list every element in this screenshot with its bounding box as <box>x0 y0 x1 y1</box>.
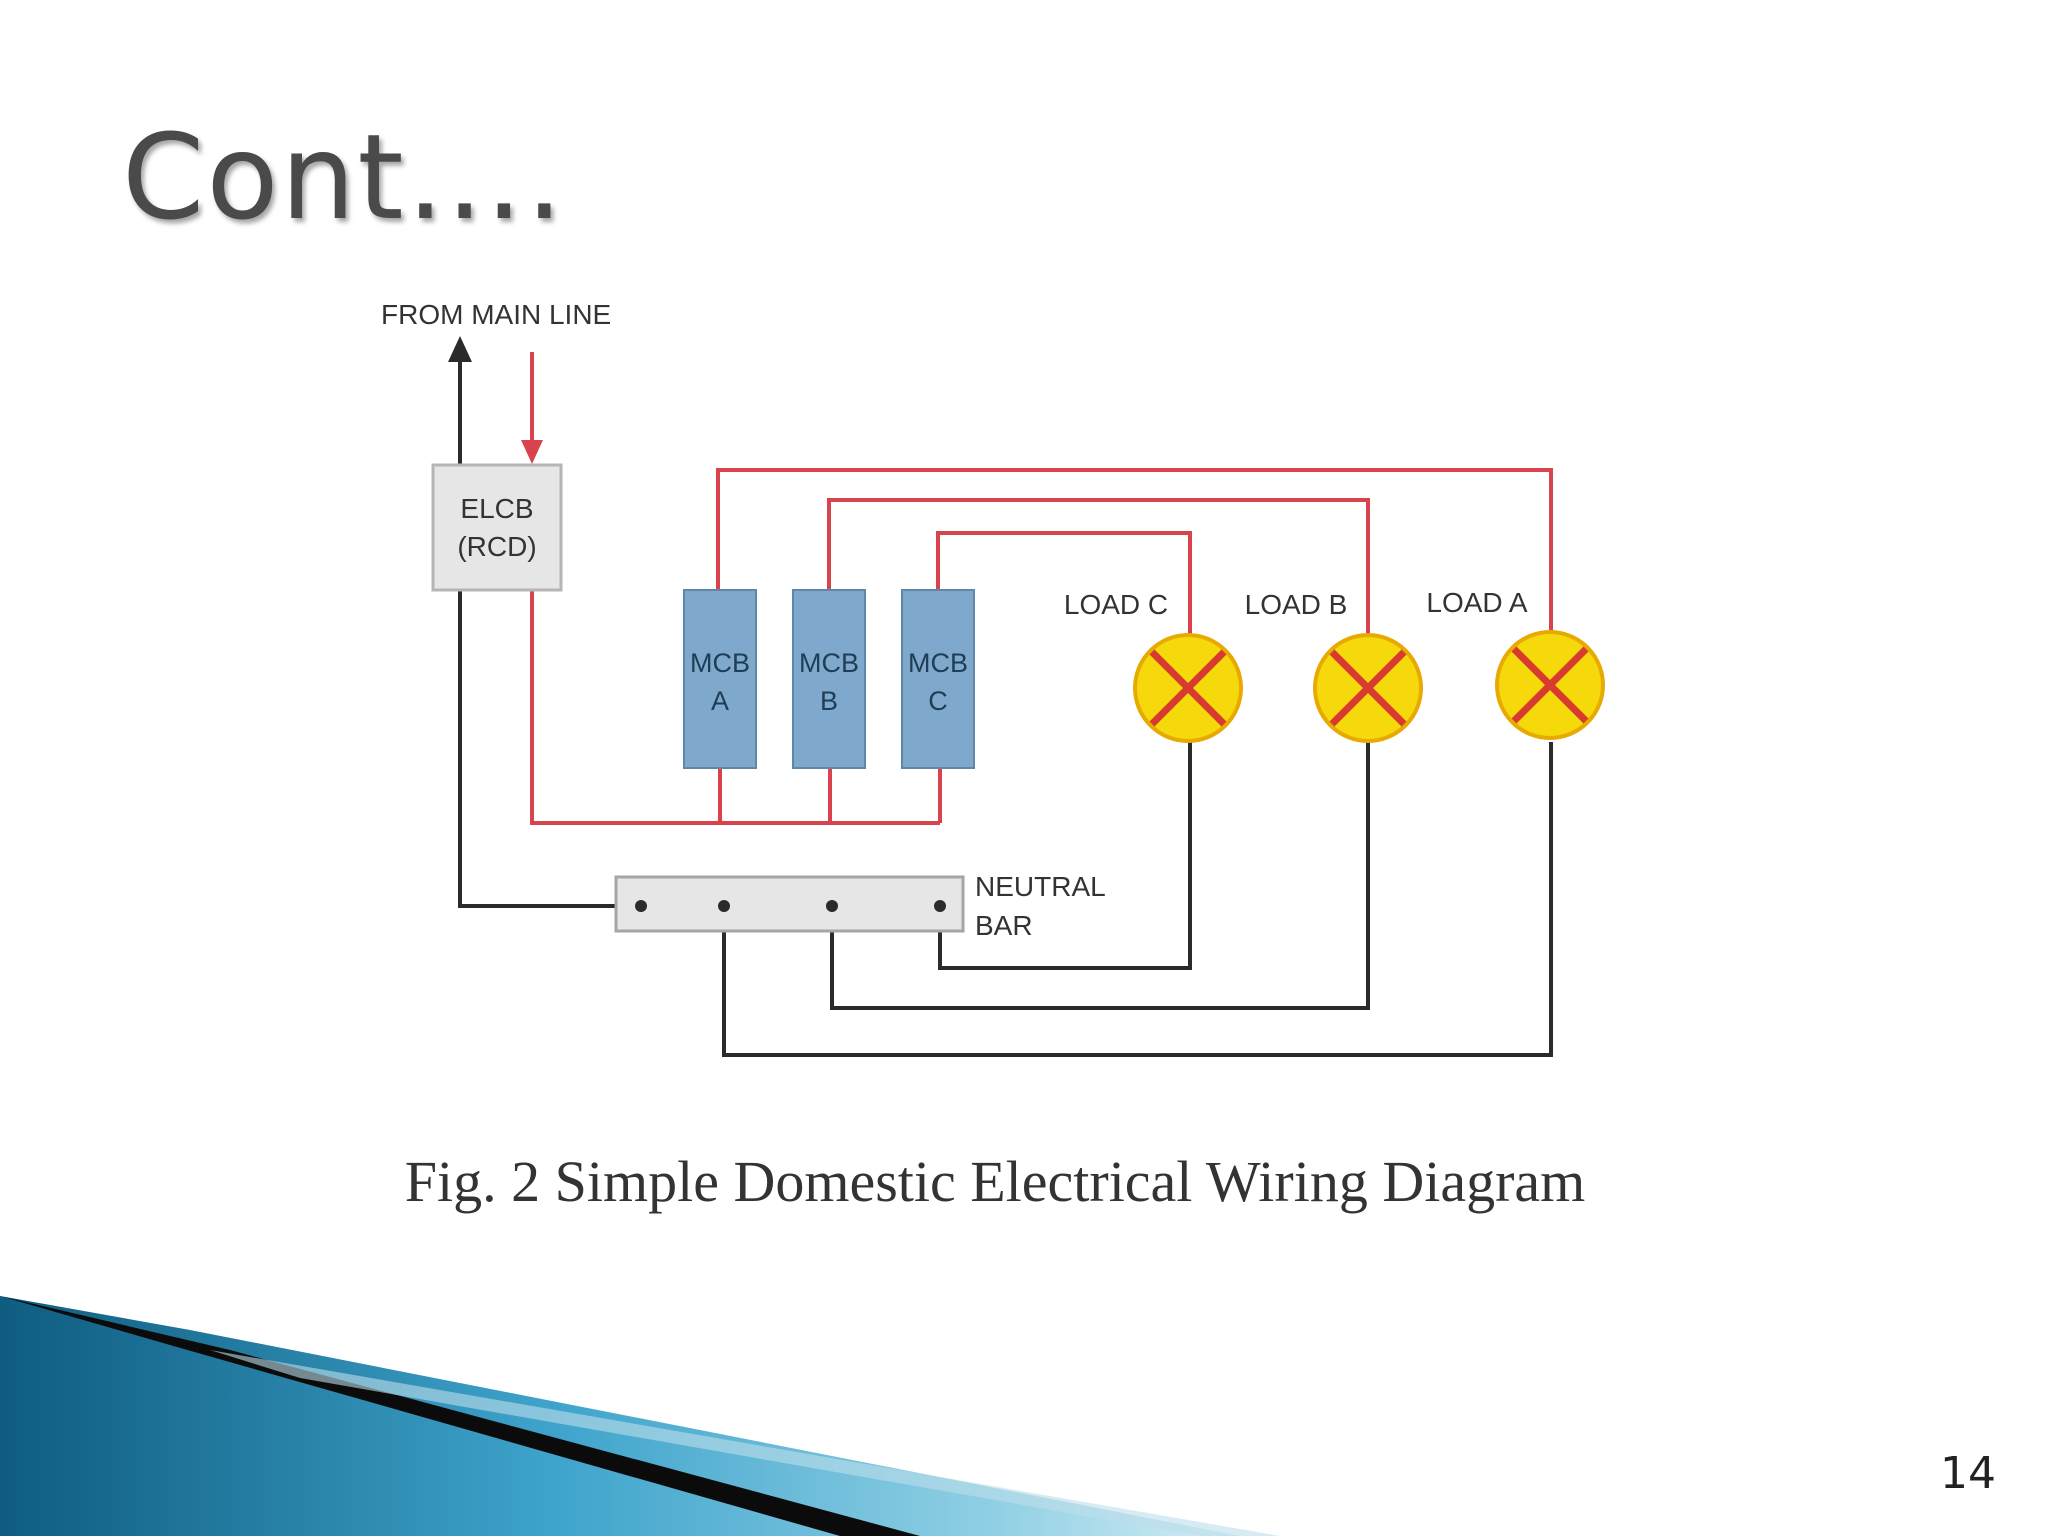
mcb-a: MCB A <box>683 589 757 769</box>
elcb-box: ELCB (RCD) <box>431 463 563 592</box>
load-b-label: LOAD B <box>1245 589 1348 620</box>
neutral-terminal-4 <box>934 900 946 912</box>
swoosh-light <box>210 1350 1280 1536</box>
load-c-label: LOAD C <box>1064 589 1168 620</box>
mcb-c-letter: C <box>928 686 948 716</box>
mcb-a-letter: A <box>711 686 729 716</box>
neutral-wire-load-b <box>830 742 1370 1010</box>
lamp-a-cross-2 <box>1511 646 1589 724</box>
live-wire-mcb-b-to-load-b <box>827 498 1370 635</box>
lamp-b <box>1313 633 1423 743</box>
mcb-b: MCB B <box>792 589 866 769</box>
mcb-b-label: MCB <box>799 648 859 678</box>
main-line-label: FROM MAIN LINE <box>381 299 611 330</box>
neutral-terminal-1 <box>635 900 647 912</box>
page-number: 14 <box>1940 1448 1996 1499</box>
neutral-bar-sublabel: BAR <box>975 910 1033 941</box>
live-wire-mcb-a-to-load-a <box>716 468 1553 632</box>
neutral-bar-body <box>614 875 965 933</box>
neutral-bar: NEUTRAL BAR <box>614 871 1106 941</box>
live-wire-mcb-c-to-load-c <box>936 531 1192 636</box>
incoming-arrow <box>521 440 543 464</box>
mcb-b-body <box>792 589 866 769</box>
mcb-c-body <box>901 589 975 769</box>
mcb-a-label: MCB <box>690 648 750 678</box>
live-wire-elcb-to-bus <box>530 585 940 825</box>
outgoing-arrow <box>448 336 472 362</box>
neutral-wire-load-c <box>938 742 1192 970</box>
lamp-b-cross-2 <box>1329 649 1407 727</box>
mcb-c-label: MCB <box>908 648 968 678</box>
lamp-c <box>1133 633 1243 743</box>
lamp-a <box>1495 630 1605 740</box>
figure-caption: Fig. 2 Simple Domestic Electrical Wiring… <box>404 1149 1586 1214</box>
slide-title: Cont…. <box>122 108 566 246</box>
elcb-label: ELCB <box>460 493 533 524</box>
elcb-body <box>431 463 563 592</box>
neutral-terminal-2 <box>718 900 730 912</box>
load-a-label: LOAD A <box>1426 587 1527 618</box>
live-wires <box>530 352 1553 825</box>
neutral-terminal-3 <box>826 900 838 912</box>
mcb-a-body <box>683 589 757 769</box>
mcb-b-letter: B <box>820 686 838 716</box>
lamp-c-cross-2 <box>1149 649 1227 727</box>
neutral-bar-label: NEUTRAL <box>975 871 1106 902</box>
mcb-c: MCB C <box>901 589 975 769</box>
neutral-wire-load-a <box>722 742 1553 1057</box>
elcb-sublabel: (RCD) <box>457 531 536 562</box>
